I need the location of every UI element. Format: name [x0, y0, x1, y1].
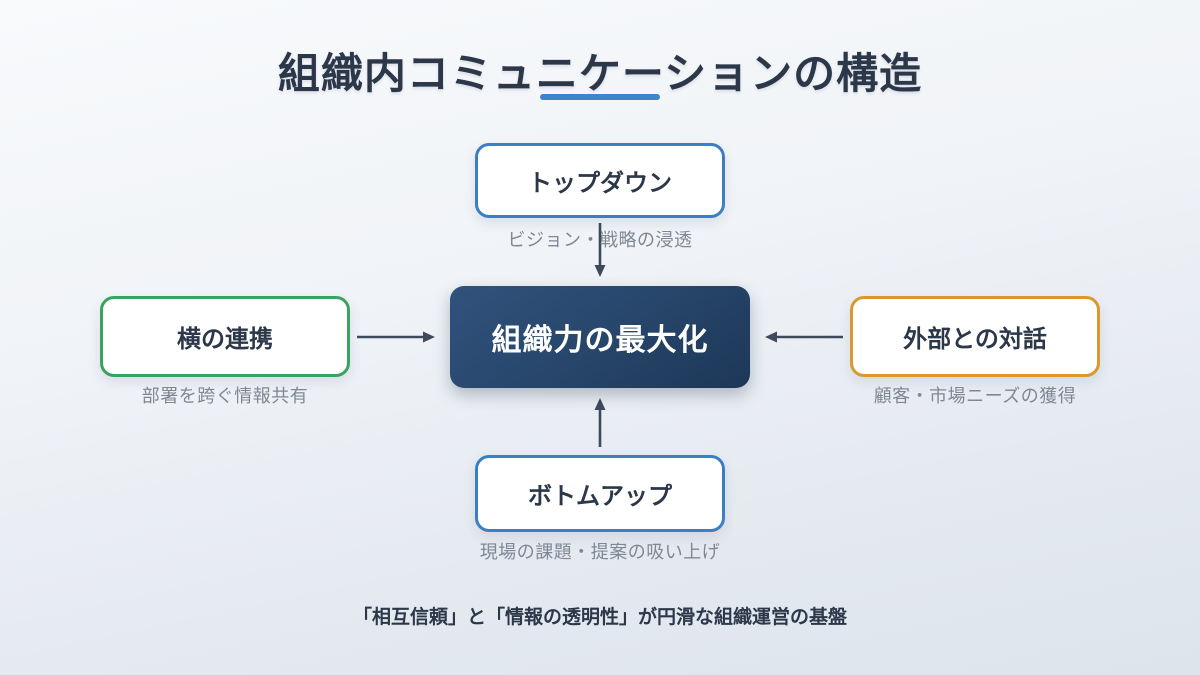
node-lateral-cooperation: 横の連携	[100, 296, 350, 377]
node-bottom-up-caption: 現場の課題・提案の吸い上げ	[479, 542, 721, 562]
page-title: 組織内コミュニケーションの構造	[277, 50, 923, 97]
node-external-dialogue: 外部との対話	[850, 296, 1100, 377]
center-node-label: 組織力の最大化	[491, 324, 709, 357]
node-external-dialogue-caption: 顧客・市場ニーズの獲得	[873, 386, 1077, 406]
node-top-down-label: トップダウン	[528, 170, 672, 197]
title-accent-underline	[540, 94, 660, 100]
node-lateral-cooperation-caption: 部署を跨ぐ情報共有	[141, 386, 309, 406]
node-external-dialogue-label: 外部との対話	[903, 326, 1047, 353]
footer-note: 「相互信頼」と「情報の透明性」が円滑な組織運営の基盤	[352, 607, 847, 628]
node-top-down-caption: ビジョン・戦略の浸透	[507, 230, 693, 250]
node-lateral-cooperation-label: 横の連携	[177, 326, 273, 353]
node-bottom-up: ボトムアップ	[475, 455, 725, 532]
node-bottom-up-label: ボトムアップ	[528, 483, 672, 510]
node-top-down: トップダウン	[475, 143, 725, 218]
center-node-organizational-power: 組織力の最大化	[450, 286, 750, 388]
